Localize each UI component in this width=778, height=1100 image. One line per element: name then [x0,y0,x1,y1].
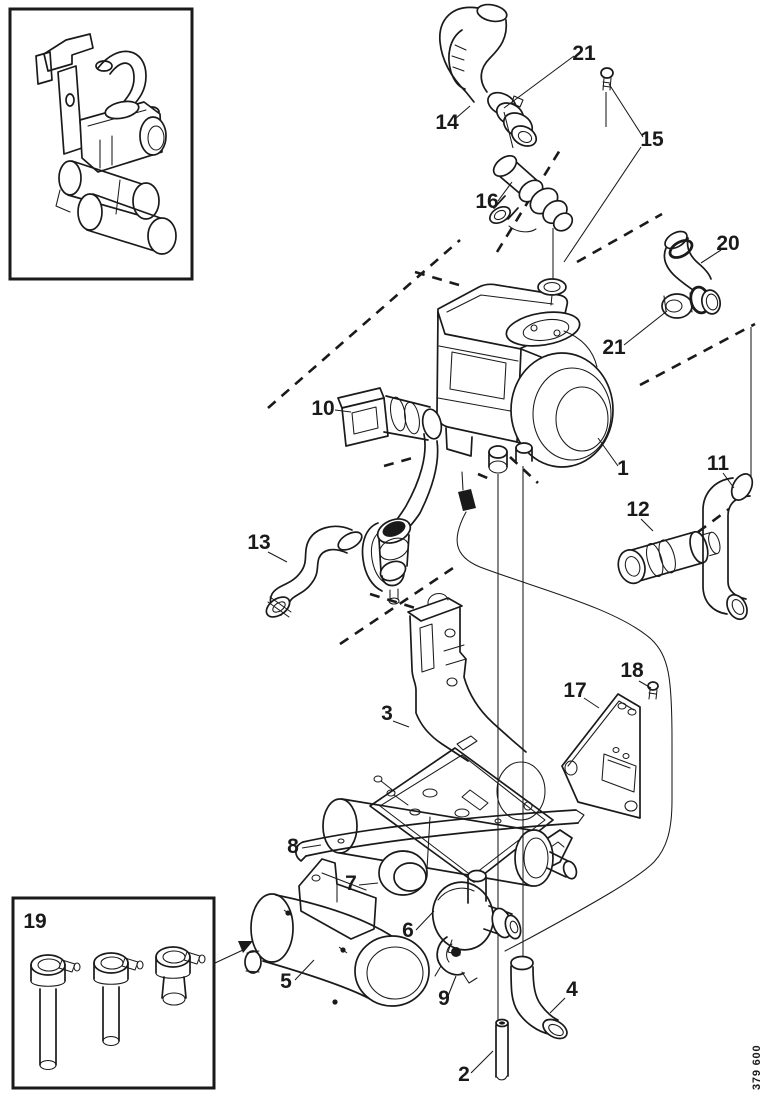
clamp-short [155,946,206,1006]
part-20-elbow-connector [661,230,722,319]
doc-number: 379 600 [751,1045,763,1090]
harness-connector [458,489,476,511]
harness-loop-line [456,511,673,952]
callout-18: 18 [620,659,644,682]
part-2-fuel-pipe [495,1018,509,1081]
part-17-bracket-plate [561,693,641,819]
gasket-ring [537,278,567,306]
callout-21-b: 21 [602,336,626,359]
part-8-mounting-strap [295,809,585,862]
callout-3: 3 [381,702,393,725]
part-7-hose-ring [378,850,428,896]
part-9-pump-bracket [434,936,478,984]
callout-16: 16 [475,190,498,213]
callout-11: 11 [707,452,730,475]
inset-arrow-head [238,941,253,953]
inset-clamps [11,896,253,1090]
part-10-dosing-pump-assembly [337,387,443,605]
callout-10: 10 [311,397,334,420]
callout-9: 9 [438,987,450,1010]
part-14-coolant-hose-top [439,3,538,147]
assembled-heater-drawing [35,33,177,255]
callout-leader-lines [267,55,735,1074]
muffler-mount-plate [298,858,377,940]
callout-12: 12 [626,498,649,521]
clamp-medium-tube [93,952,144,1047]
callout-8: 8 [287,835,299,858]
callout-15: 15 [640,128,664,151]
callout-4: 4 [566,978,578,1001]
muffler-rear-cylinder [322,798,578,887]
inset-arrow-line [214,949,244,964]
callout-20: 20 [716,232,739,255]
callout-13: 13 [247,531,270,554]
inset-clamps-border [11,896,216,1090]
part-3-mounting-bracket [369,593,573,883]
callout-2: 2 [458,1063,470,1086]
callout-17: 17 [563,679,586,702]
part-13-coolant-hose [265,525,363,618]
part-1-heater-unit [436,283,614,511]
clamp-long-tube [30,954,81,1071]
inset-overview-border [8,7,194,281]
part-15-screw [600,67,614,91]
callout-6: 6 [402,919,414,942]
inset-assembled-overview [8,7,194,281]
part-16-y-connector [489,154,574,233]
callout-labels: 21 14 15 16 20 21 10 1 11 12 13 3 17 18 … [23,42,739,1086]
callout-14: 14 [435,111,459,134]
part-11-coolant-hose-long [702,473,754,621]
part-6-circulation-pump [431,869,522,956]
callout-5: 5 [280,970,292,993]
callout-21-a: 21 [572,42,596,65]
part-5-exhaust-muffler [244,893,430,1007]
part-4-elbow-hose [510,955,568,1040]
callout-7: 7 [345,872,357,895]
part-12-intake-silencer [617,530,721,585]
callout-19: 19 [23,910,46,933]
part-18-screw [647,681,659,700]
callout-1: 1 [617,457,629,480]
